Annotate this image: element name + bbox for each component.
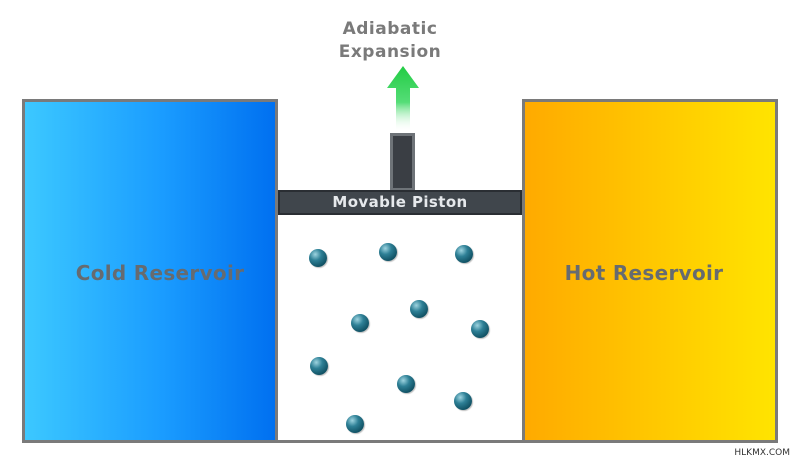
hot-reservoir-label: Hot Reservoir [564,261,724,285]
up-arrow-icon [387,66,419,132]
watermark: HLKMX.COM [734,448,790,458]
gas-molecule [310,357,328,375]
diagram-title: Adiabatic Expansion [300,18,480,64]
gas-molecule [410,300,428,318]
gas-molecule [471,320,489,338]
gas-molecule [454,392,472,410]
movable-piston: Movable Piston [278,190,522,215]
gas-molecule [455,245,473,263]
gas-molecule [397,375,415,393]
gas-molecule [346,415,364,433]
gas-molecule [351,314,369,332]
hot-reservoir: Hot Reservoir [522,99,778,443]
cold-reservoir: Cold Reservoir [22,99,278,443]
title-line-2: Expansion [338,42,442,62]
title-line-1: Adiabatic [342,19,438,39]
piston-rod [390,133,415,191]
cold-reservoir-label: Cold Reservoir [75,261,245,285]
piston-label: Movable Piston [332,193,468,211]
gas-molecule [309,249,327,267]
gas-molecule [379,243,397,261]
